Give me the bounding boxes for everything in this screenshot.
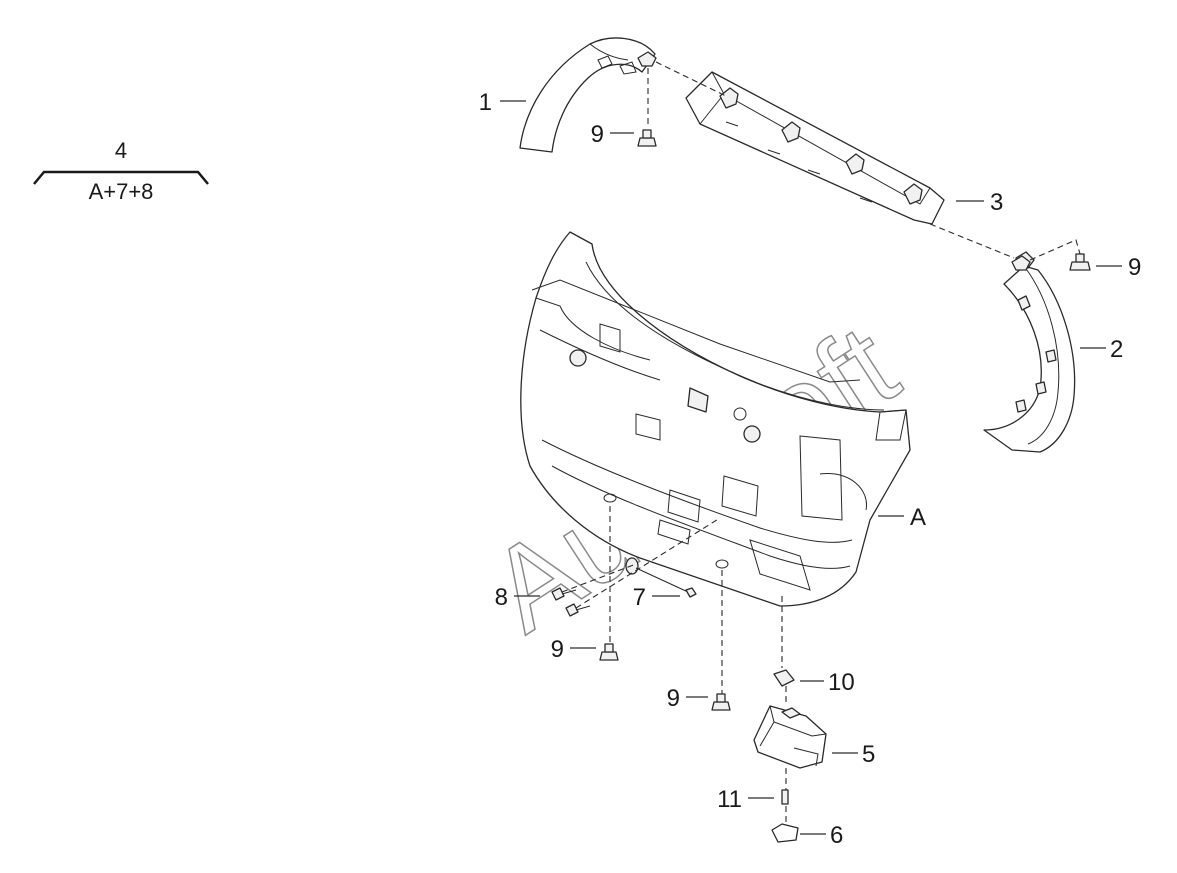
kit-number: 4: [115, 138, 127, 163]
callout-2: 2: [1110, 336, 1123, 363]
kit-bracket: [33, 170, 209, 185]
callout-9-top: 9: [591, 121, 604, 148]
callout-7: 7: [633, 584, 646, 611]
kit-label: 4 A+7+8: [33, 138, 209, 204]
callout-1: 1: [479, 89, 492, 116]
part-2-right-trim: [983, 251, 1076, 453]
callout-6: 6: [830, 822, 843, 849]
part-6-cover: [771, 823, 799, 843]
part-10-clip: [773, 669, 795, 687]
callout-9-right: 9: [1128, 254, 1141, 281]
kit-contents: A+7+8: [89, 179, 154, 204]
part-7-cable: [625, 557, 697, 598]
callout-9-bottom: 9: [667, 685, 680, 712]
part-11-screw: [781, 789, 789, 805]
part-a-tailgate-panel: [520, 231, 911, 607]
callout-11: 11: [717, 786, 742, 813]
callout-a: A: [910, 504, 926, 531]
part-8-screws: [551, 587, 591, 617]
callout-3: 3: [990, 189, 1003, 216]
part-9-clips: [599, 51, 1091, 711]
callout-10: 10: [828, 669, 855, 696]
part-1-left-trim: [519, 37, 656, 153]
callout-5: 5: [862, 741, 875, 768]
leader-lines: [500, 100, 1122, 835]
part-3-upper-trim: [685, 71, 945, 225]
part-5-handle: [753, 705, 827, 769]
callout-9-left: 9: [551, 636, 564, 663]
callout-8: 8: [495, 584, 508, 611]
assembly-lines: [561, 61, 1081, 824]
callouts: 1 9 3 9 2 A 8 7 9 10 9 5 11 6: [479, 89, 1142, 849]
